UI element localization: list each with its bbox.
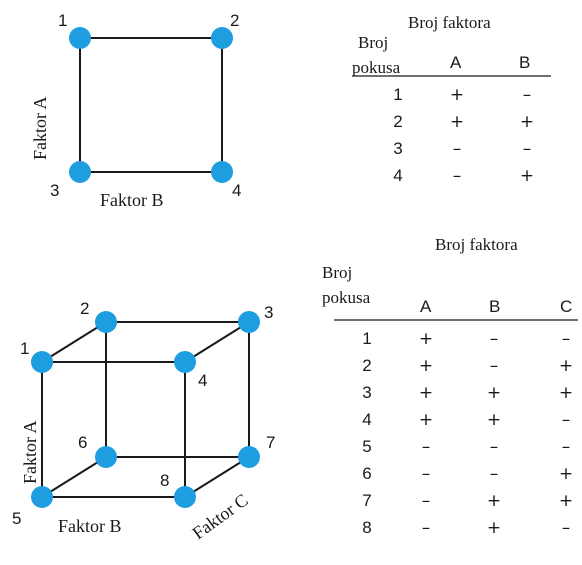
- square-node-2: [211, 27, 233, 49]
- table2-row-2-cell-c: +: [559, 356, 573, 376]
- table2-row-3-cell-b: +: [487, 383, 501, 403]
- table2-row-6-run: 6: [362, 464, 371, 483]
- table2-row-4-run: 4: [362, 410, 371, 429]
- cube-label-6: 6: [78, 433, 87, 452]
- cube-edge-8-7: [184, 456, 250, 498]
- table2-row-6-cell-c: +: [559, 464, 573, 484]
- table2-row-5-cell-b: –: [490, 437, 499, 457]
- cube-node-5: [31, 486, 53, 508]
- table1-row-4-cell-a: –: [453, 166, 462, 186]
- cube-node-8: [174, 486, 196, 508]
- table2-row-7-run: 7: [362, 491, 371, 510]
- square-node-4: [211, 161, 233, 183]
- table2-row-1-cell-a: +: [419, 329, 433, 349]
- square-label-2: 2: [230, 11, 239, 30]
- cube-node-2: [95, 311, 117, 333]
- table2-row-1-cell-b: –: [490, 329, 499, 349]
- cube-edge-1-2: [41, 321, 107, 363]
- table2-header-run2: pokusa: [322, 288, 371, 307]
- table1-header-factor: Broj faktora: [408, 13, 491, 32]
- square-label-3: 3: [50, 181, 59, 200]
- table1-row-2-run: 2: [393, 112, 402, 131]
- table2-row-3-run: 3: [362, 383, 371, 402]
- table2-row-4-cell-b: +: [487, 410, 501, 430]
- cube-node-4: [174, 351, 196, 373]
- table2-col-b: B: [489, 297, 500, 316]
- cube-axis-a: Faktor A: [20, 420, 40, 484]
- cube-label-8: 8: [160, 471, 169, 490]
- table-two-factors: Broj faktora Broj pokusa A B 1 + – 2 + +3 – – 4 –…: [352, 13, 551, 186]
- table1-col-b: B: [519, 53, 530, 72]
- table2-row-2-run: 2: [362, 356, 371, 375]
- table2-row-5-cell-c: –: [562, 437, 571, 457]
- table2-header-factor: Broj faktora: [435, 235, 518, 254]
- cube-label-4: 4: [198, 371, 207, 390]
- table1-header-run: Broj: [358, 33, 388, 52]
- table2-row-4-cell-c: –: [562, 410, 571, 430]
- square-node-3: [69, 161, 91, 183]
- table1-row-2-cell-a: +: [450, 112, 464, 132]
- table2-row-4-cell-a: +: [419, 410, 433, 430]
- table1-row-4-cell-b: +: [520, 166, 534, 186]
- table1-row-3-cell-b: –: [523, 139, 532, 159]
- square-diagram: 1 2 3 4 Faktor A Faktor B: [30, 11, 241, 210]
- cube-label-2: 2: [80, 299, 89, 318]
- table2-row-8-cell-a: –: [422, 518, 431, 538]
- cube-axis-b: Faktor B: [58, 516, 122, 536]
- table-three-factors: Broj faktora Broj pokusa A B C 1 + – – 2 + – +3…: [322, 235, 578, 538]
- cube-label-5: 5: [12, 509, 21, 528]
- table2-row-7-cell-a: –: [422, 491, 431, 511]
- table2-row-8-cell-b: +: [487, 518, 501, 538]
- table1-row-1-run: 1: [393, 85, 402, 104]
- cube-label-7: 7: [266, 433, 275, 452]
- table1-row-1-cell-a: +: [450, 85, 464, 105]
- square-axis-a: Faktor A: [30, 96, 50, 160]
- square-label-4: 4: [232, 181, 241, 200]
- table2-row-5-cell-a: –: [422, 437, 431, 457]
- square-label-1: 1: [58, 11, 67, 30]
- square-axis-b: Faktor B: [100, 190, 164, 210]
- cube-label-1: 1: [20, 339, 29, 358]
- table2-row-3-cell-a: +: [419, 383, 433, 403]
- table1-row-3-run: 3: [393, 139, 402, 158]
- cube-edge-5-6: [41, 456, 107, 498]
- cube-node-3: [238, 311, 260, 333]
- table1-row-1-cell-b: –: [523, 85, 532, 105]
- cube-diagram: 1 2 3 4 5 6 7 8 Faktor A Faktor B Faktor…: [12, 299, 275, 543]
- table2-header-run: Broj: [322, 263, 352, 282]
- table1-row-4-run: 4: [393, 166, 402, 185]
- table1-col-a: A: [450, 53, 462, 72]
- table2-row-8-run: 8: [362, 518, 371, 537]
- cube-axis-c: Faktor C: [189, 490, 252, 544]
- table1-row-3-cell-a: –: [453, 139, 462, 159]
- table1-row-2-cell-b: +: [520, 112, 534, 132]
- table2-row-5-run: 5: [362, 437, 371, 456]
- cube-node-6: [95, 446, 117, 468]
- table2-row-2-cell-a: +: [419, 356, 433, 376]
- table2-row-3-cell-c: +: [559, 383, 573, 403]
- table2-row-1-cell-c: –: [562, 329, 571, 349]
- table2-row-1-run: 1: [362, 329, 371, 348]
- cube-label-3: 3: [264, 303, 273, 322]
- table2-row-6-cell-a: –: [422, 464, 431, 484]
- table2-row-7-cell-c: +: [559, 491, 573, 511]
- table2-row-2-cell-b: –: [490, 356, 499, 376]
- table2-row-6-cell-b: –: [490, 464, 499, 484]
- cube-node-1: [31, 351, 53, 373]
- cube-node-7: [238, 446, 260, 468]
- table2-row-7-cell-b: +: [487, 491, 501, 511]
- table1-header-run2: pokusa: [352, 58, 401, 77]
- table2-col-c: C: [560, 297, 572, 316]
- table2-col-a: A: [420, 297, 432, 316]
- square-node-1: [69, 27, 91, 49]
- cube-edge-4-3: [184, 321, 250, 363]
- table2-row-8-cell-c: –: [562, 518, 571, 538]
